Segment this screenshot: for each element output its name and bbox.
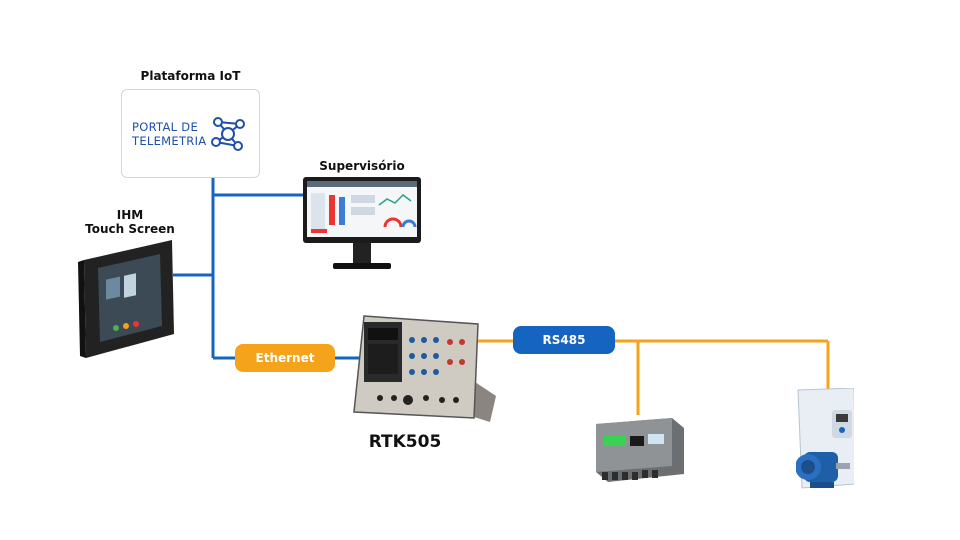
monitor-icon — [303, 177, 421, 269]
power-meter-icon — [596, 418, 684, 482]
supervisory-title: Supervisório — [319, 159, 405, 173]
rs485-label: RS485 — [513, 326, 615, 354]
portal-logo-line1: PORTAL DE — [132, 120, 199, 134]
hmi-title-line2: Touch Screen — [85, 222, 175, 236]
hmi-title-line1: IHM — [116, 208, 144, 222]
controller-title: RTK505 — [368, 432, 442, 452]
iot-platform-card: PORTAL DE TELEMETRIA — [121, 89, 260, 178]
network-graph-icon — [211, 117, 245, 151]
electric-motor-icon — [796, 452, 850, 488]
portal-logo-line2: TELEMETRIA — [132, 134, 207, 148]
portal-logo-text: PORTAL DE TELEMETRIA — [132, 120, 206, 148]
ethernet-label: Ethernet — [235, 344, 335, 372]
touchscreen-hmi-icon — [78, 240, 174, 358]
iot-platform-title: Plataforma IoT — [140, 69, 241, 83]
hmi-title: IHM Touch Screen — [80, 208, 180, 236]
controller-device-icon — [353, 315, 496, 422]
